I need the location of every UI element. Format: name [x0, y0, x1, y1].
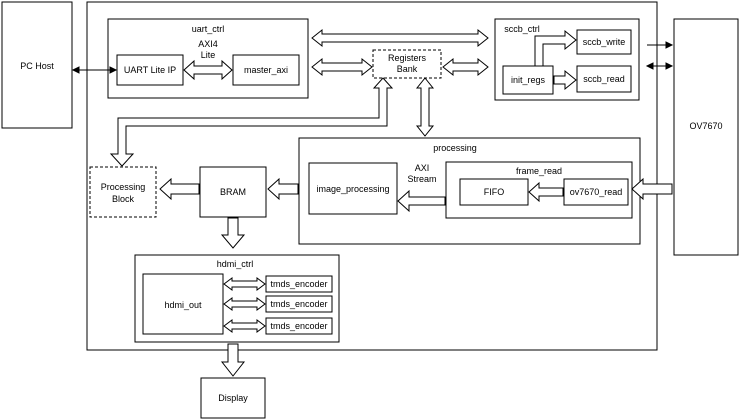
uart-registers-arrow: [311, 57, 373, 77]
hdmi-ctrl-label: hdmi_ctrl: [217, 259, 254, 269]
bram-to-procblock-arrow: [159, 177, 200, 201]
image-processing-label: image_processing: [316, 184, 389, 194]
fifo-box: [459, 178, 529, 206]
init-to-write-arrow: [534, 29, 577, 67]
ov7670-box: [673, 18, 739, 256]
registers-bank-label-line1: Registers: [388, 53, 427, 63]
pc-uart-arrowhead-right: [109, 66, 118, 74]
hdmi-tmds-arrow-2: [223, 297, 266, 311]
sccb-ov-arrowhead-1: [665, 41, 674, 49]
processing-label: processing: [433, 143, 477, 153]
sccb-ov-arrowhead-2a: [645, 62, 654, 70]
display-box: [200, 377, 266, 419]
fifo-label: FIFO: [484, 187, 505, 197]
sccb-read-label: sccb_read: [583, 74, 625, 84]
axi4-lite-label-line1: AXI4: [198, 39, 218, 49]
axi4-lite-arrow: [183, 59, 233, 81]
axi-stream-label-line1: AXI: [415, 163, 430, 173]
registers-sccb-arrow: [442, 57, 489, 77]
tmds-encoder-3-label: tmds_encoder: [270, 321, 327, 331]
tmds-encoder-1-box: [265, 275, 333, 293]
processing-block-box: [89, 166, 157, 218]
pc-host-label: PC Host: [20, 61, 54, 71]
bram-box: [199, 166, 267, 218]
hdmi-tmds-arrow-1: [223, 277, 266, 291]
master-axi-box: [232, 54, 300, 86]
hdmi-to-display-arrow: [220, 343, 246, 377]
sccb-read-box: [576, 65, 632, 93]
registers-processing-arrow: [415, 77, 435, 137]
sccb-write-box: [576, 29, 632, 55]
bram-label: BRAM: [220, 187, 246, 197]
processing-block-label-line1: Processing: [101, 182, 146, 192]
uart-ctrl-label: uart_ctrl: [192, 24, 225, 34]
registers-bank-box: [372, 49, 442, 79]
registers-procblock-arrow: [109, 77, 394, 167]
frame-read-label: frame_read: [516, 166, 562, 176]
init-regs-box: [502, 65, 554, 95]
tmds-encoder-2-box: [265, 295, 333, 313]
tmds-encoder-3-box: [265, 317, 333, 335]
processing-block-label-line2: Block: [112, 194, 135, 204]
axi-stream-label-line2: Stream: [407, 174, 436, 184]
frameread-to-imgproc-arrow: [397, 189, 446, 213]
ov-to-ovread-arrow: [631, 177, 673, 201]
registers-bank-label-line2: Bank: [397, 64, 418, 74]
ov7670-read-label: ov7670_read: [570, 187, 623, 197]
image-processing-box: [308, 162, 398, 215]
hdmi-out-label: hdmi_out: [164, 300, 202, 310]
init-to-read-arrow: [553, 69, 577, 91]
master-axi-label: master_axi: [244, 65, 288, 75]
processing-to-bram-arrow: [267, 177, 299, 201]
hdmi-tmds-arrow-3: [223, 319, 266, 333]
uart-lite-ip-box: [116, 54, 184, 86]
sccb-write-label: sccb_write: [583, 37, 626, 47]
pc-host-box: [1, 1, 73, 129]
uart-sccb-bus-arrow: [311, 28, 489, 48]
display-label: Display: [218, 393, 248, 403]
ov7670-label: OV7670: [689, 121, 722, 131]
ovread-to-fifo-arrow: [528, 181, 564, 203]
tmds-encoder-2-label: tmds_encoder: [270, 299, 327, 309]
hdmi-out-box: [142, 273, 224, 335]
sccb-ctrl-label: sccb_ctrl: [504, 24, 540, 34]
sccb-ov-arrowhead-2b: [665, 62, 674, 70]
tmds-encoder-1-label: tmds_encoder: [270, 279, 327, 289]
pc-uart-arrowhead-left: [71, 66, 80, 74]
init-regs-label: init_regs: [511, 75, 546, 85]
bram-to-hdmi-arrow: [220, 217, 246, 249]
ov7670-read-box: [563, 178, 629, 206]
uart-lite-ip-label: UART Lite IP: [124, 65, 176, 75]
axi4-lite-label-line2: Lite: [201, 50, 216, 60]
